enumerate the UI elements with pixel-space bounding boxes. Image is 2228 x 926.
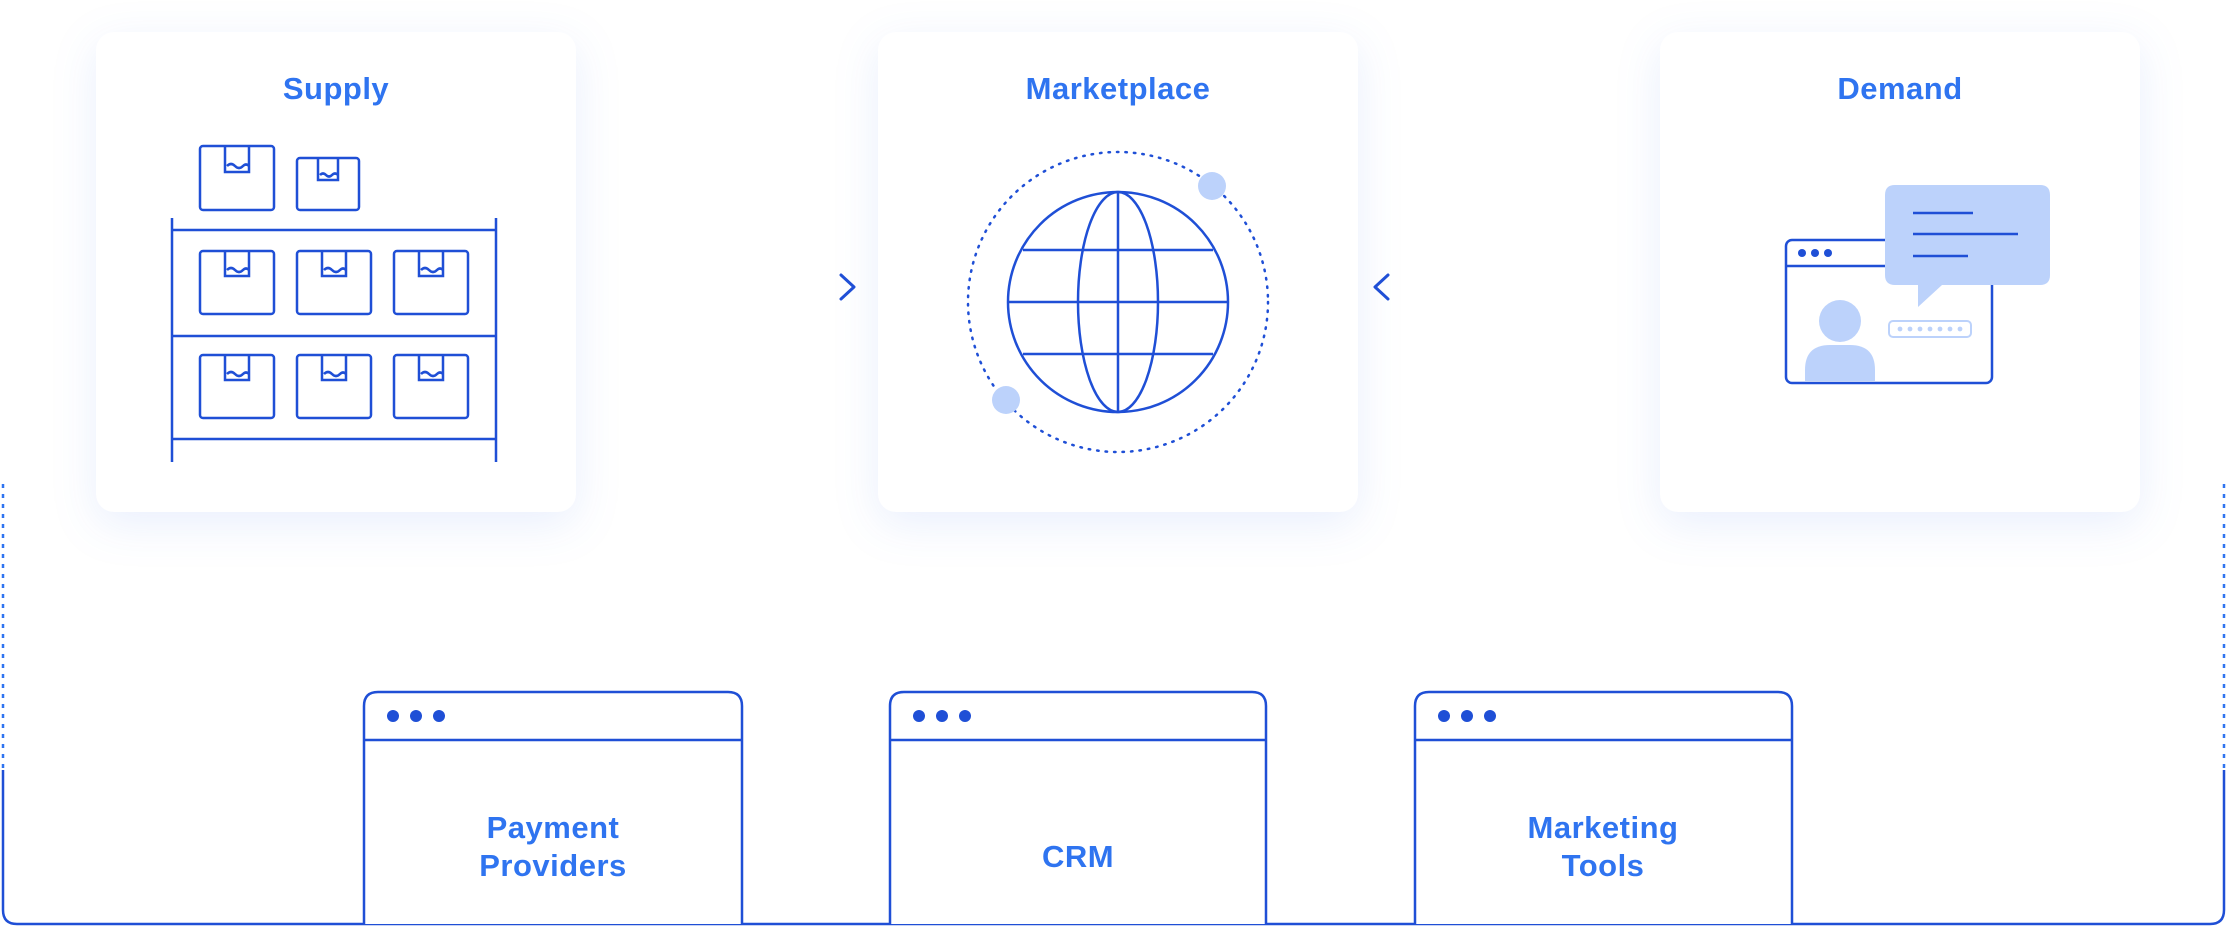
orbit-dot (1198, 172, 1226, 200)
avatar-head (1819, 300, 1861, 342)
integration-crm: CRM (888, 690, 1268, 924)
supply-title: Supply (283, 71, 390, 106)
arrow-demand-to-marketplace (1373, 273, 1650, 301)
box-icon (392, 249, 470, 316)
marketplace-title: Marketplace (1026, 71, 1211, 106)
integration-marketing-tools: Marketing Tools (1413, 690, 1794, 924)
password-field (1888, 320, 1972, 338)
marketing-tools-label: Marketing (1528, 810, 1679, 845)
box-icon (392, 353, 470, 420)
avatar-body (1805, 345, 1875, 381)
crm-label: CRM (1042, 839, 1114, 874)
box-icon (198, 249, 276, 316)
integration-payment-providers: Payment Providers (362, 690, 744, 924)
user-browser-chat-icon (1784, 185, 2050, 385)
orbit-dot (992, 386, 1020, 414)
box-icon (295, 353, 373, 420)
orbit-ring (966, 150, 1270, 454)
marketing-tools-label-line2: Tools (1562, 848, 1645, 883)
box-icon (295, 156, 361, 212)
demand-title: Demand (1837, 71, 1962, 106)
box-icon (198, 353, 276, 420)
chat-bubble-icon (1885, 185, 2050, 307)
warehouse-shelf-icon (170, 144, 498, 462)
box-icon (198, 144, 276, 212)
payment-providers-label-line2: Providers (479, 848, 627, 883)
payment-providers-label: Payment (487, 810, 620, 845)
box-icon (295, 249, 373, 316)
arrow-supply-to-marketplace (582, 273, 856, 301)
globe-icon (966, 150, 1270, 454)
